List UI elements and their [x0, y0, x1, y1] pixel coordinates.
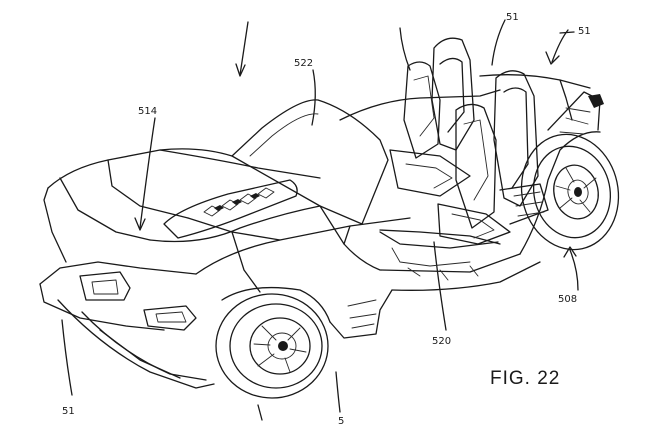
windshield-panel — [231, 99, 389, 225]
body-shell — [39, 74, 604, 389]
ref-floor: 520 — [432, 336, 451, 347]
ref-hood: 514 — [138, 106, 157, 117]
figure-label: FIG. 22 — [490, 368, 560, 389]
left-seat — [389, 37, 475, 197]
front-wheel — [215, 286, 331, 399]
ref-seat-top: 51 — [506, 12, 519, 23]
leader-lines — [61, 19, 579, 421]
ref-bottom-left: 51 — [62, 406, 75, 417]
ref-windshield: 522 — [294, 58, 313, 69]
ref-rear-wheel: 508 — [558, 294, 577, 305]
ref-rear-body: 51 — [578, 26, 591, 37]
ref-bottom-mid: 5 — [338, 416, 344, 427]
right-seat — [437, 70, 539, 245]
reference-numerals: 522 514 51 51 508 520 51 5 — [62, 12, 591, 427]
